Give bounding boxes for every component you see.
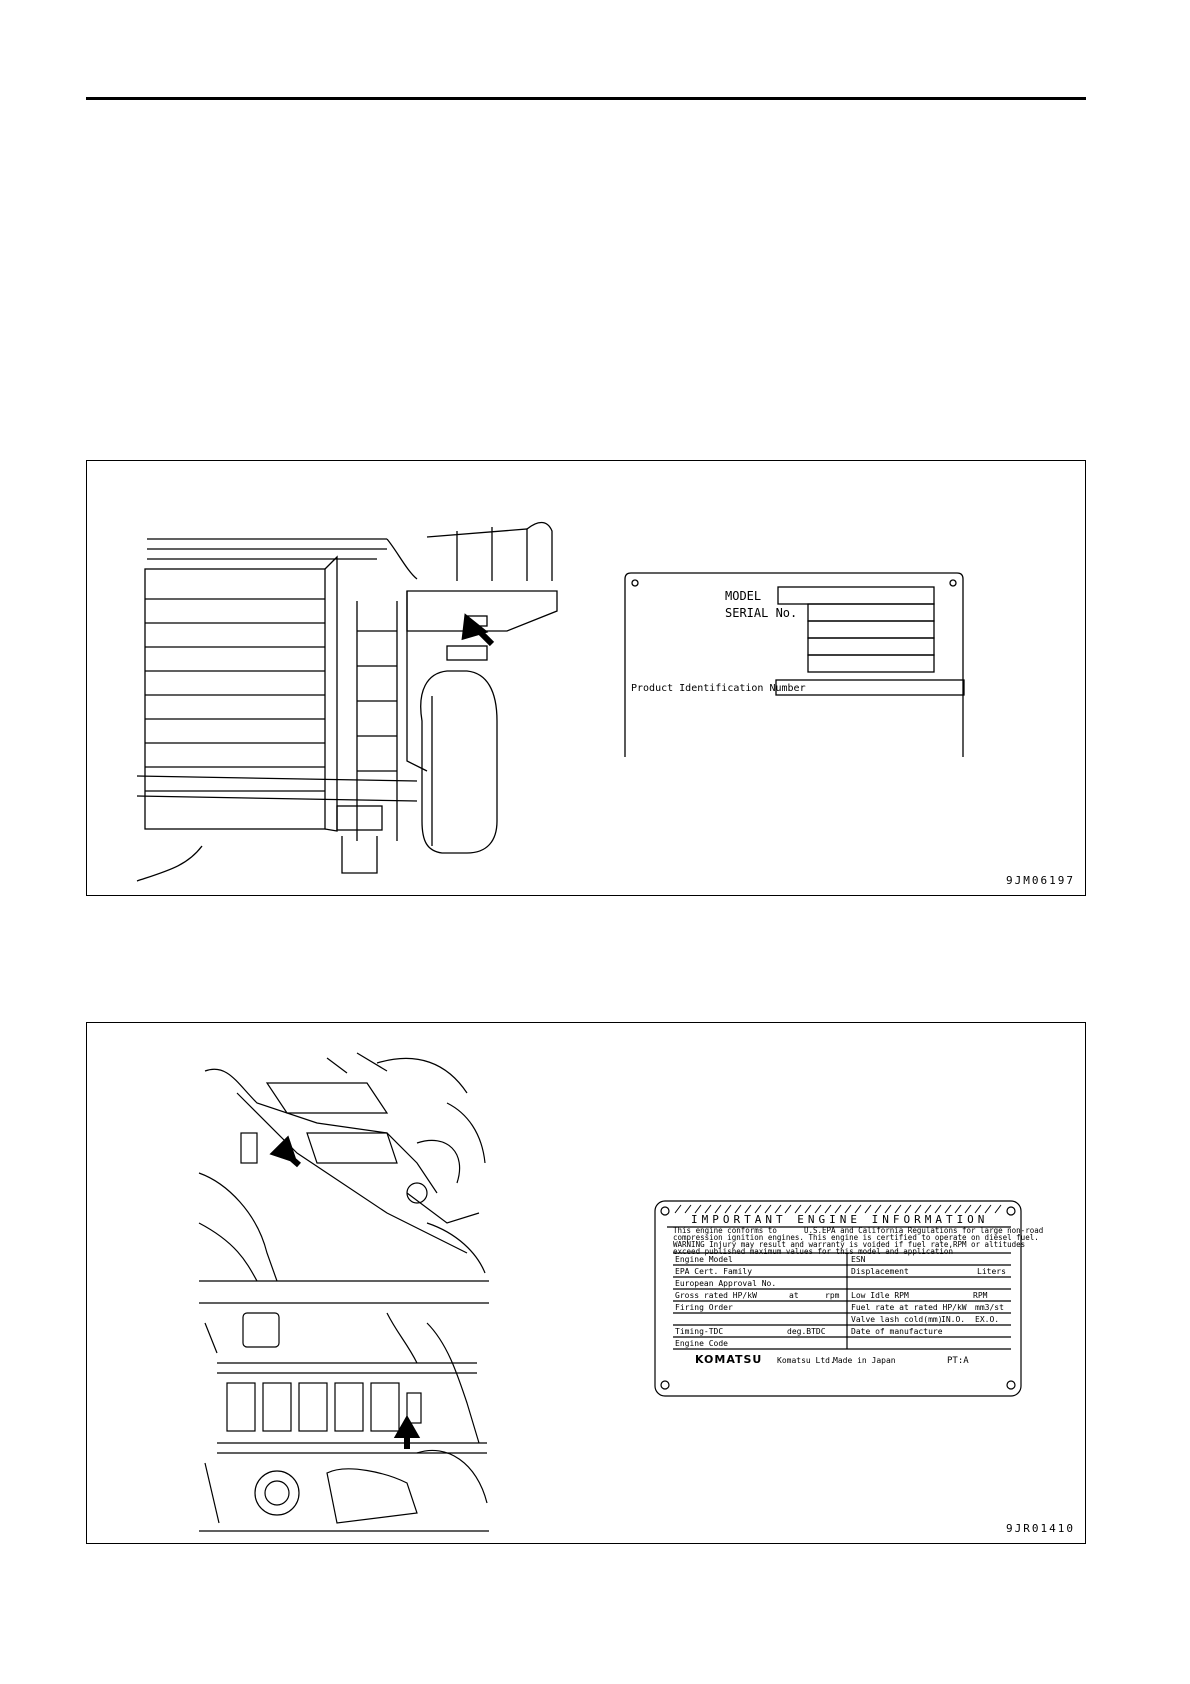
- row-firing-order: Firing Order: [675, 1303, 733, 1312]
- figure-code: 9JM06197: [1006, 874, 1075, 887]
- plate-intro-line1: This engine conforms to U.S.EPA and Cali…: [673, 1226, 1044, 1235]
- row-displacement: Displacement: [851, 1267, 909, 1276]
- figure-machine-serial-plate: MODEL SERIAL No. Product Identification …: [86, 460, 1086, 896]
- plate-part: PT:A: [947, 1356, 969, 1366]
- row-gross-rpm: rpm: [825, 1291, 840, 1300]
- row-fuel-rate-unit: mm3/st: [975, 1303, 1004, 1312]
- plate-intro-line3: WARNING Injury may result and warranty i…: [673, 1240, 1026, 1249]
- row-low-idle: Low Idle RPM: [851, 1291, 909, 1300]
- plate-maker: Komatsu Ltd.: [777, 1356, 835, 1365]
- row-liters: Liters: [977, 1267, 1006, 1276]
- brand-logo: KOMATSU: [695, 1353, 763, 1366]
- row-gross-at: at: [789, 1291, 799, 1300]
- arrow-icon: [269, 1135, 301, 1168]
- model-label: MODEL: [725, 589, 762, 603]
- figure-code: 9JR01410: [1006, 1522, 1075, 1535]
- header-rule: [86, 97, 1086, 100]
- plate-title: IMPORTANT ENGINE INFORMATION: [691, 1213, 989, 1226]
- row-timing: Timing-TDC: [675, 1327, 724, 1336]
- row-valve-lash: Valve lash cold(mm): [851, 1315, 943, 1324]
- row-epa-cert: EPA Cert. Family: [675, 1267, 753, 1276]
- row-date-manufacture: Date of manufacture: [851, 1327, 943, 1336]
- arrow-icon: [393, 1414, 421, 1449]
- machine-rear-illustration: [136, 521, 965, 882]
- serial-label: SERIAL No.: [725, 606, 798, 620]
- row-european-approval: European Approval No.: [675, 1279, 777, 1288]
- plate-intro-line4: exceed published maximum values for this…: [673, 1247, 953, 1256]
- arrow-icon: [461, 613, 495, 647]
- row-gross-rated: Gross rated HP/kW: [675, 1291, 757, 1300]
- row-esn: ESN: [851, 1255, 866, 1264]
- row-valve-in: IN.O.: [941, 1315, 966, 1324]
- figure-engine-serial-plate: IMPORTANT ENGINE INFORMATION This engine…: [86, 1022, 1086, 1544]
- row-engine-model: Engine Model: [675, 1255, 733, 1264]
- pin-label: Product Identification Number: [631, 683, 806, 694]
- plate-origin: Made in Japan: [833, 1356, 896, 1365]
- row-engine-code: Engine Code: [675, 1339, 728, 1348]
- engine-illustration: [198, 1052, 1022, 1532]
- plate-intro-line2: compression ignition engines. This engin…: [673, 1233, 1039, 1242]
- row-timing-unit: deg.BTDC: [787, 1327, 826, 1336]
- row-valve-ex: EX.O.: [975, 1315, 1000, 1324]
- row-fuel-rate: Fuel rate at rated HP/kW: [851, 1303, 967, 1312]
- row-low-idle-rpm: RPM: [973, 1291, 988, 1300]
